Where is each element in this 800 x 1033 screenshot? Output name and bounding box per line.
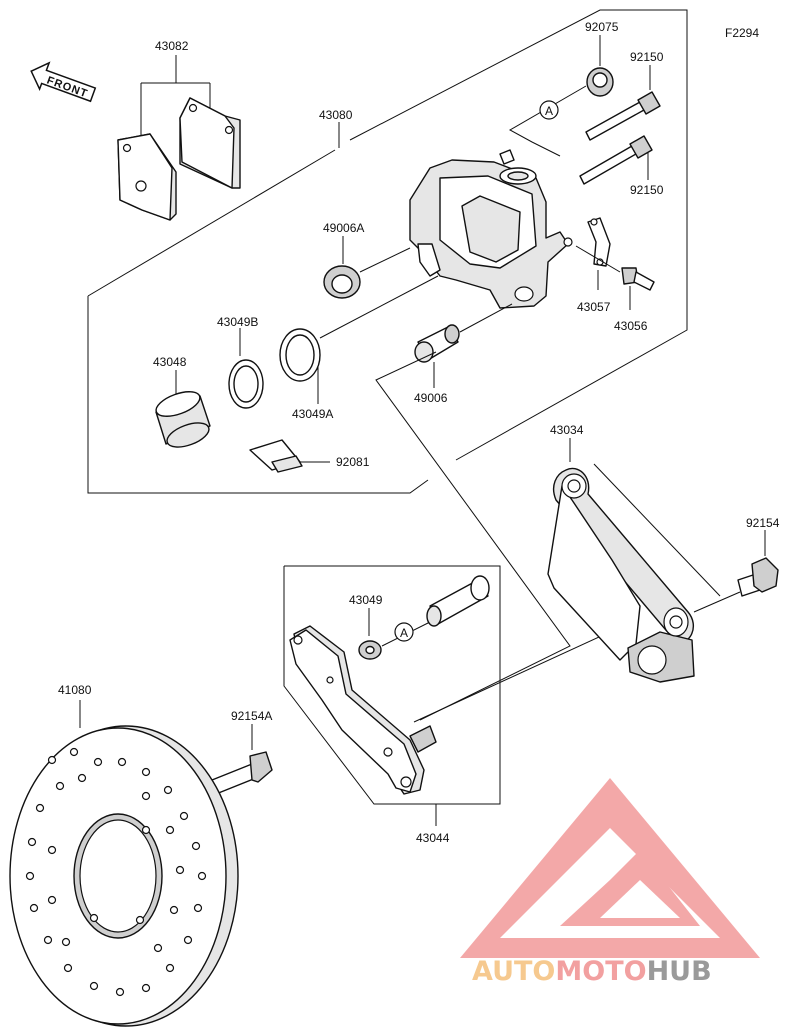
watermark-text: AUTOMOTOHUB (472, 956, 712, 987)
front-arrow-icon: FRONT (30, 61, 97, 103)
bracket-group-outline (283, 565, 501, 805)
brake-disc-41080 (9, 725, 239, 1027)
dust-seal-49006A (323, 265, 361, 299)
label-92154A: 92154A (231, 709, 272, 723)
bolt-92154A (211, 751, 273, 795)
piston-seal-43049A (279, 328, 321, 382)
label-43048: 43048 (153, 355, 187, 369)
dust-seal-43049B (228, 359, 264, 409)
label-43056: 43056 (614, 319, 648, 333)
caliper-body (409, 149, 573, 309)
caliper-kit-outline (87, 296, 429, 494)
torque-link-43034 (547, 467, 695, 683)
caliper-bracket-43044 (289, 625, 437, 795)
label-43080: 43080 (319, 108, 353, 122)
label-43044: 43044 (416, 831, 450, 845)
slide-pin-bottom (579, 135, 653, 185)
slide-pin-49006 (414, 324, 460, 363)
washer-43049 (358, 640, 382, 660)
label-43049: 43049 (349, 593, 383, 607)
label-43049A: 43049A (292, 407, 333, 421)
label-92075: 92075 (585, 20, 619, 34)
label-43049B: 43049B (217, 315, 258, 329)
piston-43048 (155, 391, 211, 448)
label-92150-top: 92150 (630, 50, 664, 64)
bleeder-valve-43056 (621, 267, 655, 291)
collar-pin (426, 575, 490, 627)
bleeder-bracket-43057 (587, 217, 611, 267)
brake-pads (117, 55, 241, 221)
label-41080: 41080 (58, 683, 92, 697)
ref-marker-a-bottom (394, 622, 414, 642)
disc-holes (25, 747, 207, 997)
label-49006A: 49006A (323, 221, 364, 235)
bleeder-cap (586, 67, 614, 97)
label-92081: 92081 (336, 455, 370, 469)
slide-pin-top (585, 91, 661, 141)
bolt-92154 (737, 557, 779, 597)
watermark-part1: AUTO (472, 956, 555, 987)
label-92150-bottom: 92150 (630, 183, 664, 197)
label-43082: 43082 (155, 39, 189, 53)
label-43057: 43057 (577, 300, 611, 314)
label-92154: 92154 (746, 516, 780, 530)
watermark-part2: MOTO (555, 956, 646, 987)
label-49006: 49006 (414, 391, 448, 405)
ref-marker-a-top (539, 100, 559, 120)
pad-spring-92081 (249, 439, 303, 473)
label-43034: 43034 (550, 423, 584, 437)
ref-marker-a-top-text: A (545, 104, 553, 118)
watermark-part3: HUB (647, 956, 712, 987)
ref-marker-a-bottom-text: A (400, 626, 408, 640)
watermark-logo (460, 778, 760, 958)
figure-id: F2294 (725, 26, 759, 40)
